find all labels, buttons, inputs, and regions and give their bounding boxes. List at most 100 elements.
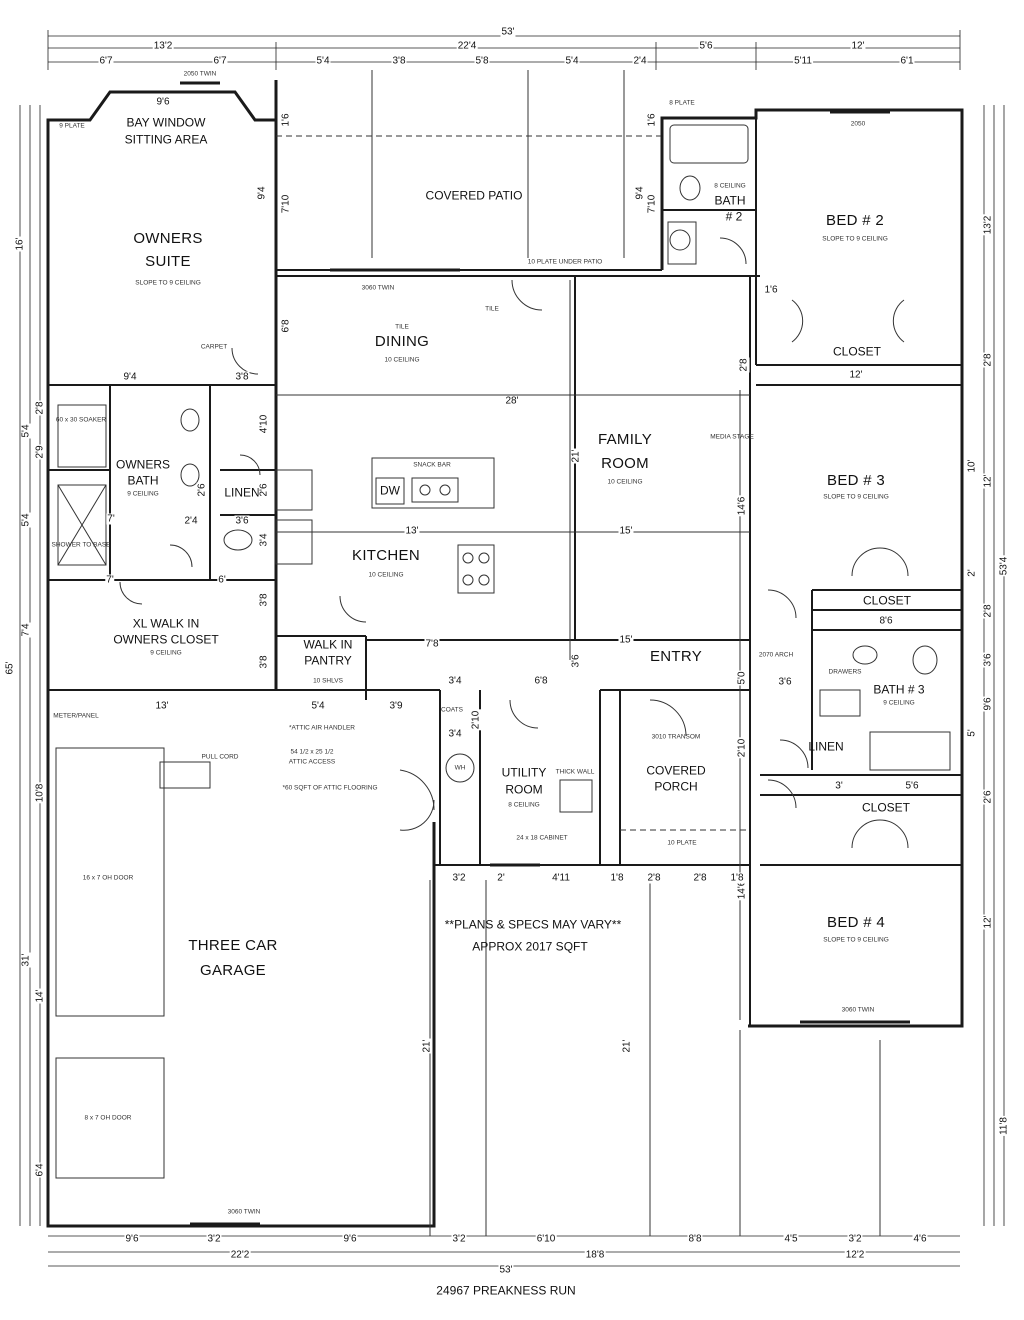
bed-3-label: BED # 3	[827, 471, 885, 489]
dim-interior-4-10: 4'10	[258, 413, 270, 435]
dim-top-2-4: 2'4	[632, 55, 648, 67]
dim-interior-1-6b: 1'6	[646, 112, 658, 128]
dim-bot-12-2: 12'2	[844, 1249, 866, 1261]
dim-left-16: 16'	[14, 236, 26, 252]
closet-bed-2-label: CLOSET	[832, 344, 882, 359]
garage-door-8x7: 8 x 7 OH DOOR	[84, 1114, 132, 1122]
dim-interior-2-4: 2'4	[183, 515, 199, 527]
closet-bed-3-label: CLOSET	[862, 593, 912, 608]
dim-interior-5-4: 5'4	[310, 700, 326, 712]
dishwasher-label: DW	[380, 483, 400, 498]
dining-label: DINING	[374, 332, 430, 350]
bed-4-window-twin: 3060 TWIN	[841, 1006, 875, 1014]
bath-3-ceiling: 9 CEILING	[883, 699, 915, 707]
dim-interior-2-8: 2'8	[646, 872, 662, 884]
dim-left-6-4: 6'4	[34, 1162, 46, 1178]
plate-8-note: 8 PLATE	[669, 99, 695, 107]
dim-interior-13b: 13'	[154, 700, 170, 712]
dim-interior-21c: 21'	[621, 1038, 633, 1054]
dim-bot-9-6b: 9'6	[342, 1233, 358, 1245]
dim-interior-3-6c: 3'6	[570, 653, 582, 669]
dim-interior-3-9: 3'9	[388, 700, 404, 712]
dim-left-5-4b: 5'4	[20, 512, 32, 528]
plate-10-note: 10 PLATE	[667, 839, 697, 847]
arch-note: 2070 ARCH	[758, 651, 794, 659]
owners-suite-label-2: SUITE	[145, 252, 191, 270]
plans-may-vary-note: **PLANS & SPECS MAY VARY**	[444, 917, 622, 932]
coats-label: COATS	[441, 706, 463, 714]
dim-top-3-8: 3'8	[391, 55, 407, 67]
linen-label: LINEN	[224, 485, 260, 500]
dim-interior-2-6: 2'6	[258, 482, 270, 498]
under-patio-note: 10 PLATE UNDER PATIO	[527, 258, 603, 266]
meter-panel-note: METER/PANEL	[53, 712, 99, 720]
cabinet-note: 24 x 18 CABINET	[516, 834, 568, 842]
dim-right-12: 12'	[982, 473, 994, 489]
dim-interior-9-4c: 9'4	[122, 371, 138, 383]
dim-top-total: 53'	[500, 26, 516, 38]
dim-interior-3-2: 3'2	[451, 872, 467, 884]
dim-top-12: 12'	[850, 40, 866, 52]
dim-left-10-8: 10'8	[34, 782, 46, 804]
bath-2-ceiling: 8 CEILING	[714, 182, 746, 190]
dim-bot-3-2b: 3'2	[451, 1233, 467, 1245]
garage-label: THREE CAR	[188, 936, 278, 954]
bed-4-ceiling: SLOPE TO 9 CEILING	[823, 936, 889, 944]
dim-top-5-4: 5'4	[315, 55, 331, 67]
linen-2-label: LINEN	[808, 739, 844, 754]
dim-bot-total: 53'	[498, 1264, 514, 1276]
dim-top-5-8: 5'8	[474, 55, 490, 67]
bay-window-twin: 2050 TWIN	[183, 70, 217, 78]
dim-interior-3-8d: 3'8	[258, 654, 270, 670]
dim-bay-9-6: 9'6	[155, 96, 171, 108]
dim-left-2-9: 2'9	[34, 444, 46, 460]
dim-interior-13: 13'	[404, 525, 420, 537]
owners-closet-label-2: OWNERS CLOSET	[113, 632, 219, 647]
dim-top-6-1: 6'1	[899, 55, 915, 67]
dim-interior-2-8c: 2'8	[738, 357, 750, 373]
dim-bot-22-2: 22'2	[229, 1249, 251, 1261]
dim-interior-9-4: 9'4	[256, 185, 268, 201]
dim-interior-7-10: 7'10	[280, 193, 292, 215]
owners-closet-label: XL WALK IN	[132, 616, 200, 631]
closet-bed-4-label: CLOSET	[861, 800, 911, 815]
attic-access-label: ATTIC ACCESS	[288, 758, 336, 766]
dim-right-2: 2'	[966, 568, 978, 578]
owners-suite-ceiling: SLOPE TO 9 CEILING	[135, 279, 201, 287]
dim-interior-3-8c: 3'8	[258, 592, 270, 608]
dim-left-7-4: 7'4	[20, 622, 32, 638]
shower-note: SHOWER TO BASE	[51, 541, 111, 549]
fixtures	[55, 124, 951, 1179]
garage-window-twin: 3060 TWIN	[227, 1208, 261, 1216]
owners-suite-label: OWNERS	[133, 229, 203, 247]
dim-bot-3-2c: 3'2	[847, 1233, 863, 1245]
dim-interior-15: 15'	[618, 525, 634, 537]
patio-window-twin: 3060 TWIN	[361, 284, 395, 292]
utility-room-label-2: ROOM	[505, 782, 543, 797]
dim-interior-21b: 21'	[421, 1038, 433, 1054]
dim-right-3-6: 3'6	[982, 652, 994, 668]
dim-interior-28: 28'	[504, 395, 520, 407]
pantry-label-2: PANTRY	[304, 653, 352, 668]
dim-interior-3-4: 3'4	[447, 675, 463, 687]
tile-note: TILE	[485, 305, 499, 313]
utility-room-label: UTILITY	[501, 765, 547, 780]
dim-interior-7: 7'	[106, 513, 116, 525]
dim-interior-1-6c: 1'6	[763, 284, 779, 296]
dim-interior-4-11: 4'11	[551, 872, 571, 884]
transom-note: 3010 TRANSOM	[651, 733, 701, 741]
utility-room-ceiling: 8 CEILING	[508, 801, 540, 809]
covered-porch-label: COVERED	[646, 763, 706, 778]
windows	[180, 81, 910, 1226]
dim-interior-9-4b: 9'4	[634, 185, 646, 201]
dim-left-5-4: 5'4	[20, 423, 32, 439]
pull-cord-note: PULL CORD	[201, 753, 239, 761]
dim-interior-6-8: 6'8	[280, 318, 292, 334]
garage-door-16x7: 16 x 7 OH DOOR	[82, 874, 134, 882]
dim-bot-6-10: 6'10	[535, 1233, 557, 1245]
approx-sqft-note: APPROX 2017 SQFT	[472, 939, 588, 954]
bed-2-label: BED # 2	[826, 211, 884, 229]
family-room-label: FAMILY	[597, 430, 653, 448]
dim-top-6-7b: 6'7	[212, 55, 228, 67]
